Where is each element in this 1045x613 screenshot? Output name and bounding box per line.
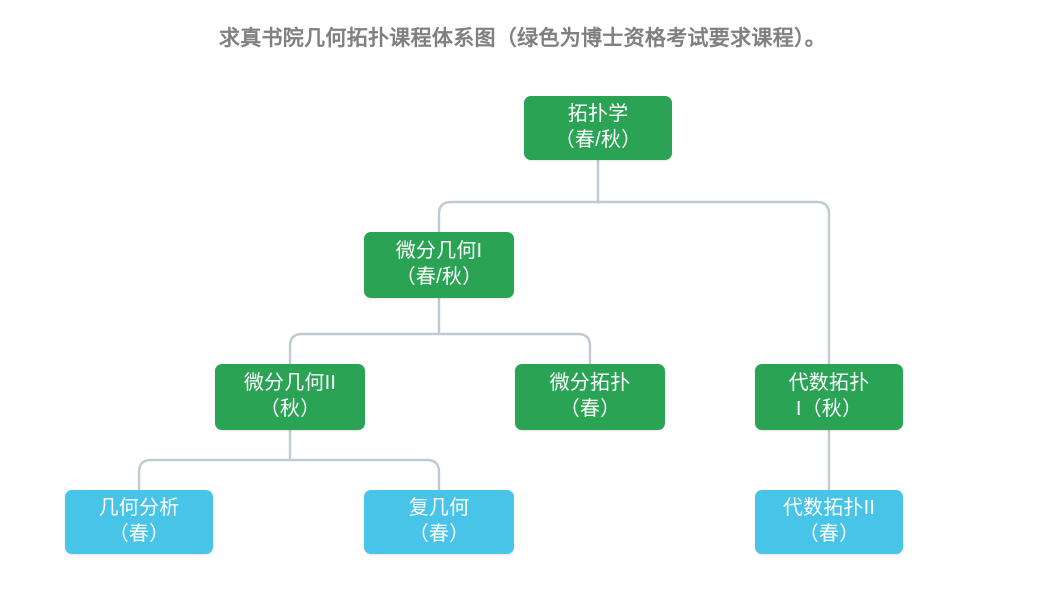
edge-diffgeo2-to-complexgeo: [288, 458, 441, 492]
course-node-title: 代数拓扑: [788, 372, 870, 395]
edge-diffgeo2-to-geoanalysis: [137, 458, 292, 492]
course-node-complexgeo[interactable]: 复几何 （春）: [364, 490, 514, 554]
course-node-topology[interactable]: 拓扑学 （春/秋）: [524, 96, 672, 160]
page-title: 求真书院几何拓扑课程体系图（绿色为博士资格考试要求课程）。: [218, 27, 827, 50]
course-node-term: I（秋）: [795, 398, 863, 420]
edge-diffgeo1-to-diffgeo2: [288, 332, 441, 366]
course-node-term: （春）: [798, 523, 860, 545]
course-node-geoanalysis[interactable]: 几何分析 （春）: [65, 490, 213, 554]
course-node-title: 微分几何II: [243, 372, 337, 395]
course-node-diffgeo1[interactable]: 微分几何I （春/秋）: [364, 232, 514, 298]
course-node-difftop[interactable]: 微分拓扑 （春）: [515, 364, 665, 430]
course-node-term: （春/秋）: [554, 129, 642, 151]
course-node-algtop1[interactable]: 代数拓扑 I（秋）: [755, 364, 903, 430]
course-node-term: （春）: [108, 523, 170, 545]
course-node-term: （春/秋）: [395, 266, 483, 288]
course-node-algtop2[interactable]: 代数拓扑II （春）: [755, 490, 903, 554]
course-node-term: （春）: [408, 523, 470, 545]
course-node-title: 拓扑学: [567, 103, 629, 126]
course-node-title: 微分拓扑: [549, 372, 631, 395]
course-node-title: 几何分析: [98, 497, 180, 520]
course-node-term: （春）: [559, 398, 621, 420]
course-node-diffgeo2[interactable]: 微分几何II （秋）: [215, 364, 365, 430]
edge-topology-to-algtop1: [596, 200, 831, 366]
edge-topology-to-diffgeo1: [437, 200, 600, 234]
course-node-title: 代数拓扑II: [782, 497, 876, 520]
course-node-term: （秋）: [259, 398, 321, 420]
edge-diffgeo1-to-difftop: [437, 332, 592, 366]
course-node-title: 微分几何I: [395, 240, 483, 263]
course-node-title: 复几何: [408, 497, 470, 520]
